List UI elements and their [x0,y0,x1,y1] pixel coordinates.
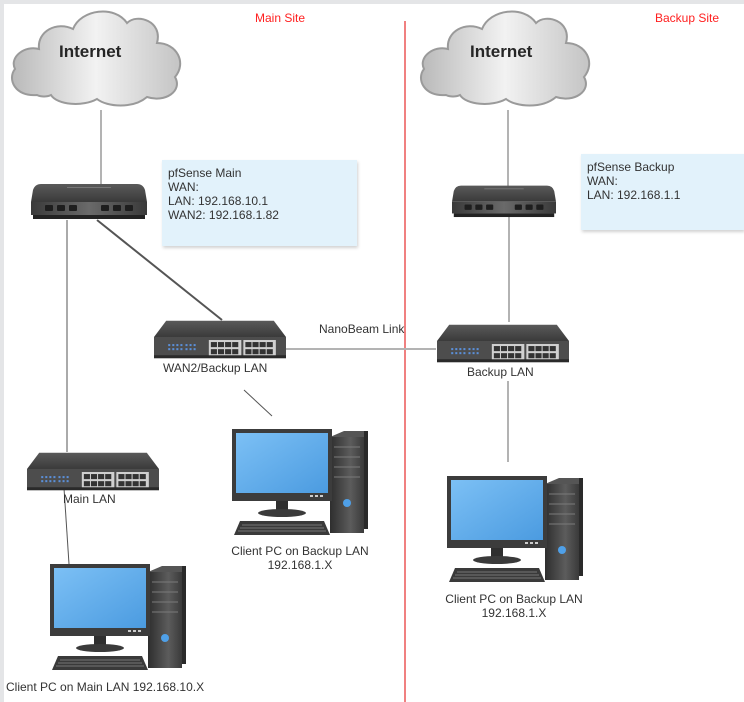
pc-label-line1: Client PC on Backup LAN [445,592,583,606]
note-line: pfSense Main [168,166,242,180]
nanobeam-link-label: NanoBeam Link [319,322,405,336]
switch-wan2-label: WAN2/Backup LAN [163,361,268,375]
switch-main-label: Main LAN [63,492,116,506]
switch-backup-label: Backup LAN [467,365,534,379]
router-backup-icon [452,185,556,218]
note-line: LAN: 192.168.10.1 [168,194,269,208]
note-line: WAN2: 192.168.1.82 [168,208,279,222]
pc-backup-main-site-icon [231,429,369,536]
note-line: LAN: 192.168.1.1 [587,188,681,202]
link-switch-wan2-pc [243,389,273,417]
link-switch-main-pc [63,487,70,565]
switch-backup-icon [437,324,569,363]
link-router-main-switch-wan2 [96,219,223,321]
note-line: WAN: [587,174,618,188]
diagram-svg [10,10,591,702]
internet-main-label: Internet [59,42,122,61]
pc-label-line2: 192.168.1.X [267,558,333,572]
pc-label-line2: 192.168.1.X [481,606,547,620]
pc-label-line1: Client PC on Backup LAN [231,544,369,558]
pc-backup-site-icon [446,476,584,583]
note-line: pfSense Backup [587,160,675,174]
pc-backup-site-label: Client PC on Backup LAN 192.168.1.X [434,592,594,620]
switch-wan2-icon [154,320,286,359]
pc-backup-main-site-label: Client PC on Backup LAN 192.168.1.X [220,544,380,572]
pfsense-main-note: pfSense Main WAN: LAN: 192.168.10.1 WAN2… [162,160,357,246]
diagram-canvas: Main Site Backup Site Internet Internet … [4,4,744,702]
switch-main-icon [27,452,159,491]
internet-backup-label: Internet [470,42,533,61]
pc-main-label: Client PC on Main LAN 192.168.10.X [6,680,205,694]
backup-site-label: Backup Site [655,11,720,25]
note-line: WAN: [168,180,199,194]
pfsense-backup-note: pfSense Backup WAN: LAN: 192.168.1.1 [581,154,744,230]
pc-main-icon [49,564,187,671]
router-main-icon [31,184,147,219]
main-site-label: Main Site [255,11,306,25]
